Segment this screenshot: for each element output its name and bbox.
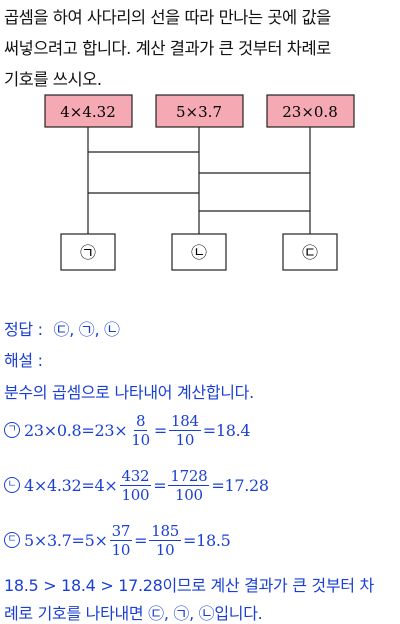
conclusion-line-2: 례로 기호를 나타내면 ㉢, ㉠, ㉡입니다.	[4, 604, 263, 623]
explanation-intro: 분수의 곱셈으로 나타내어 계산합니다.	[4, 383, 254, 402]
row-mark: ㄱ	[4, 422, 20, 438]
ladder-diagram: 4×4.32 5×3.7 23×0.8 ㉠ ㉡ ㉢	[44, 94, 355, 271]
bottom-box-1	[60, 233, 116, 271]
bottom-box-2	[171, 233, 227, 271]
bottom-box-2-label: ㉡	[191, 243, 207, 262]
conclusion-line-1: 18.5 > 18.4 > 17.28이므로 계산 결과가 큰 것부터 차	[4, 576, 374, 595]
top-box-3-label: 23×0.8	[282, 103, 338, 121]
top-box-1-label: 4×4.32	[60, 103, 116, 121]
top-box-3	[266, 94, 355, 128]
top-box-2-label: 5×3.7	[176, 103, 222, 121]
row-lhs: 5×3.7=5×	[24, 530, 108, 550]
question-text: 곱셈을 하여 사다리의 선을 따라 만나는 곳에 값을 써넣으려고 합니다. 계…	[4, 8, 331, 89]
answer-value: ㉢, ㉠, ㉡	[53, 320, 121, 339]
row-result: =17.28	[211, 475, 269, 495]
row-result: =18.4	[202, 420, 251, 440]
answer-line: 정답 : ㉢, ㉠, ㉡	[4, 316, 120, 340]
bottom-box-3	[282, 233, 338, 271]
row-lhs: 23×0.8=23×	[24, 420, 128, 440]
row-lhs: 4×4.32=4×	[24, 475, 118, 495]
answer-label: 정답 :	[4, 320, 43, 339]
row-result: =18.5	[182, 530, 231, 550]
bottom-box-1-label: ㉠	[80, 243, 96, 262]
explanation-label: 해설 :	[4, 351, 43, 370]
row-mark: ㄷ	[4, 532, 20, 548]
bottom-box-3-label: ㉢	[302, 243, 318, 262]
row-mark: ㄴ	[4, 477, 20, 493]
top-box-1	[44, 94, 133, 128]
